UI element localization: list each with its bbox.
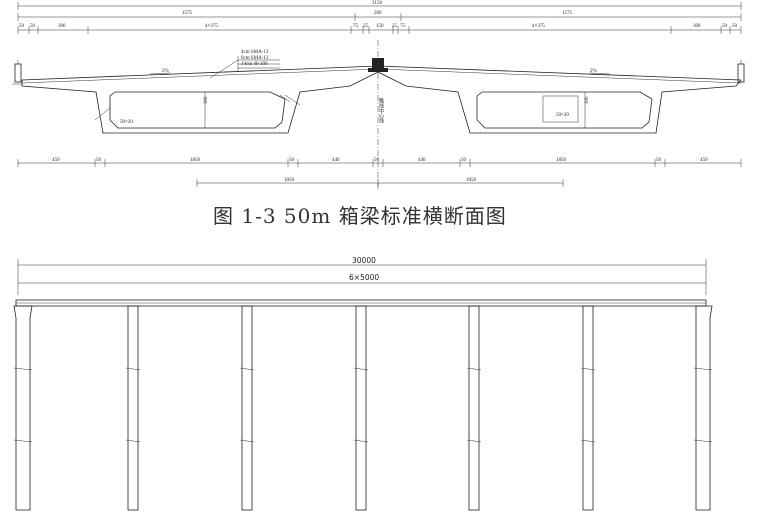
bdim-9: 50 xyxy=(656,158,662,163)
bdim-6: 440 xyxy=(418,158,426,163)
column-2 xyxy=(239,305,255,511)
dim-overall: 3150 xyxy=(372,1,383,6)
bdim-7: 50 xyxy=(461,158,467,163)
right-inner-cell xyxy=(476,91,653,129)
slope-right: 2% xyxy=(590,69,597,74)
figure-caption: 图 1-3 50m 箱梁标准横断面图 xyxy=(213,204,507,228)
column-end-left xyxy=(13,305,33,511)
cell-right-label: 50×20 xyxy=(556,113,569,118)
bdim-4: 440 xyxy=(332,158,340,163)
column-3 xyxy=(353,305,369,511)
bdim-r2-0: 1050 xyxy=(284,178,295,183)
column-4 xyxy=(466,305,482,511)
row3-ticks xyxy=(17,26,742,34)
column-5 xyxy=(580,305,596,511)
height-left: 300 xyxy=(204,96,209,104)
dim-left-half: 1575 xyxy=(182,11,193,16)
left-inner-cell xyxy=(109,91,286,129)
dim-r3-5: 25 xyxy=(363,24,369,29)
right-girder-outline xyxy=(377,71,742,134)
dim-r3-12: 50 xyxy=(732,24,738,29)
dim-r3-6: 150 xyxy=(376,24,384,29)
dim-r3-3: 4×375 xyxy=(205,24,218,29)
dim-r3-0: 50 xyxy=(19,24,25,29)
elevation-structure xyxy=(13,299,713,511)
bdim-1: 50 xyxy=(96,158,102,163)
dim-right-half: 1575 xyxy=(562,11,573,16)
right-parapet xyxy=(737,60,745,83)
slope-left: 2% xyxy=(162,69,169,74)
deck-layer-3: 14cm 40-100 xyxy=(241,62,268,67)
column-end-right xyxy=(695,305,713,511)
dim-r3-7: 25 xyxy=(392,24,398,29)
bdim-0: 450 xyxy=(52,158,60,163)
bdim-8: 1850 xyxy=(556,158,567,163)
elevation-spans: 6×5000 xyxy=(349,273,379,282)
dim-r3-8: 75 xyxy=(400,24,406,29)
left-girder-outline xyxy=(21,71,379,134)
column-1 xyxy=(125,305,141,511)
deck-layer-2: 6cm SMA-13 xyxy=(241,56,269,61)
dim-r3-9: 4×375 xyxy=(532,24,545,29)
elevation-total: 30000 xyxy=(352,256,376,265)
bdim-r2-1: 1050 xyxy=(466,178,477,183)
top-dimension-lines: 3150 1575 200 1575 50 50 300 xyxy=(17,1,742,34)
dim-center: 200 xyxy=(374,11,382,16)
cell-left-label: 50×20 xyxy=(120,120,133,125)
dim-r3-1: 50 xyxy=(30,24,36,29)
dim-r3-10: 300 xyxy=(693,24,701,29)
dim-r3-4: 75 xyxy=(353,24,359,29)
bdim-2: 1850 xyxy=(190,158,201,163)
dim-r3-11: 50 xyxy=(722,24,728,29)
bdim-5: 50 xyxy=(374,158,380,163)
bdim-3: 50 xyxy=(289,158,295,163)
centerline-label: 路线中心线 xyxy=(378,97,384,123)
height-right: 300 xyxy=(585,96,590,104)
left-parapet xyxy=(14,60,22,83)
right-cell-detail xyxy=(542,95,579,123)
deck-layer-1: 4cm SMA-13 xyxy=(241,50,269,55)
bdim-10: 450 xyxy=(700,158,708,163)
elevation-dimension-lines xyxy=(17,259,707,295)
box-girder-cross-section xyxy=(12,40,745,190)
dim-r3-2: 300 xyxy=(58,24,66,29)
bottom-dimension-lines xyxy=(17,159,742,187)
